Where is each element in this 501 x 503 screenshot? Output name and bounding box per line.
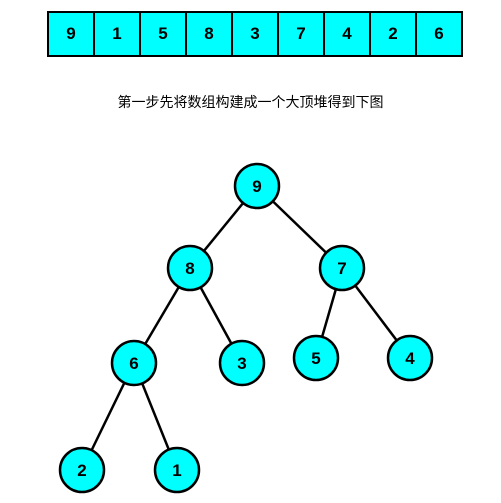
tree-node: 4 <box>386 334 434 382</box>
tree-node: 7 <box>318 244 366 292</box>
array-cell: 4 <box>325 11 371 57</box>
array-cell: 6 <box>417 11 463 57</box>
tree-node-circle <box>292 334 340 382</box>
tree-node: 1 <box>153 446 201 494</box>
tree-node-circle <box>58 446 106 494</box>
tree-node: 5 <box>292 334 340 382</box>
tree-node-label: 2 <box>77 461 86 480</box>
tree-node: 8 <box>166 244 214 292</box>
tree-node-label: 7 <box>337 259 346 278</box>
array-cell: 7 <box>279 11 325 57</box>
tree-node: 6 <box>110 339 158 387</box>
array-cell: 8 <box>187 11 233 57</box>
tree-node-circle <box>153 446 201 494</box>
array-row: 9 1 5 8 3 7 4 2 6 <box>47 11 463 57</box>
array-cell: 5 <box>141 11 187 57</box>
tree-node-circle <box>218 339 266 387</box>
array-cell: 2 <box>371 11 417 57</box>
tree-node: 9 <box>233 162 281 210</box>
tree-node-label: 1 <box>172 461 181 480</box>
tree-node: 2 <box>58 446 106 494</box>
tree-node-label: 6 <box>129 354 138 373</box>
tree-node-label: 3 <box>237 354 246 373</box>
tree-node-circle <box>233 162 281 210</box>
tree-node-circle <box>110 339 158 387</box>
array-cell: 9 <box>49 11 95 57</box>
tree-node-label: 9 <box>252 177 261 196</box>
tree-node: 3 <box>218 339 266 387</box>
tree-node-circle <box>166 244 214 292</box>
tree-node-label: 4 <box>405 349 415 368</box>
array-cell: 1 <box>95 11 141 57</box>
tree-node-circle <box>318 244 366 292</box>
tree-node-label: 5 <box>311 349 320 368</box>
tree-edges <box>80 185 411 471</box>
tree-nodes: 9 8 7 6 3 5 4 2 1 <box>58 162 434 494</box>
array-cell: 3 <box>233 11 279 57</box>
tree-node-circle <box>386 334 434 382</box>
tree-node-label: 8 <box>185 259 194 278</box>
caption: 第一步先将数组构建成一个大顶堆得到下图 <box>117 95 384 111</box>
